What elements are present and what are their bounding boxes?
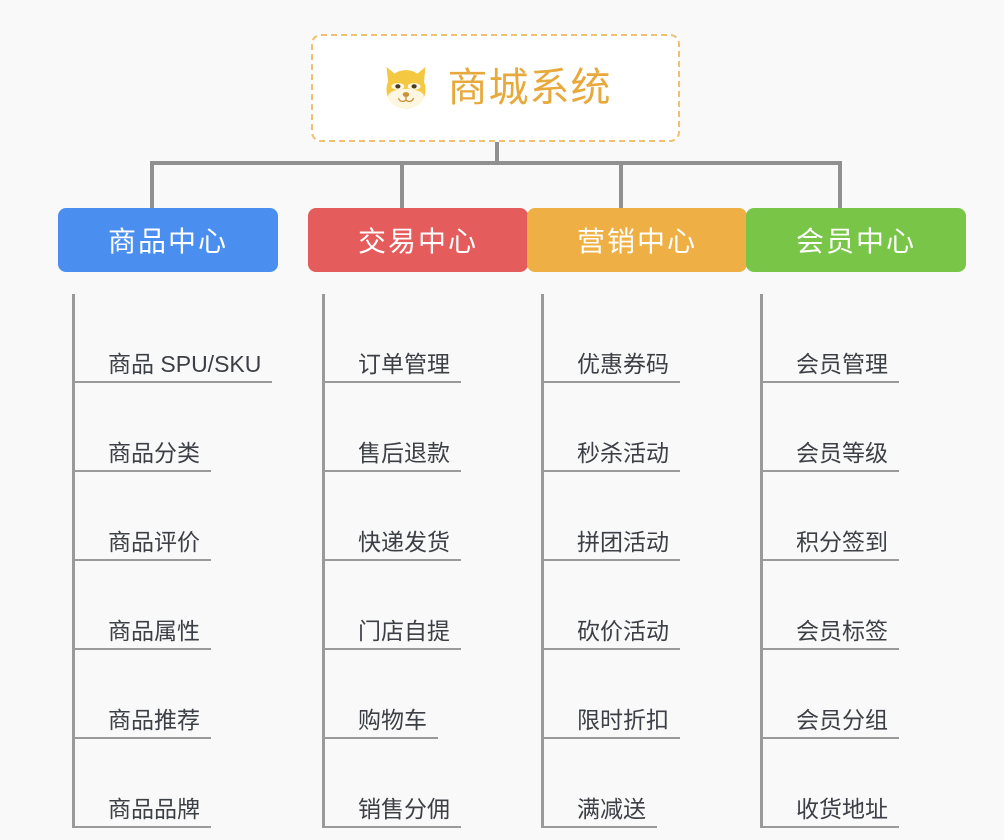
category-header-label-2: 交易中心 xyxy=(357,226,478,257)
item-underline xyxy=(541,648,680,650)
list-item[interactable]: 会员等级 xyxy=(760,383,966,472)
item-label: 销售分佣 xyxy=(358,795,450,822)
list-item[interactable]: 优惠券码 xyxy=(541,294,747,383)
list-item[interactable]: 商品分类 xyxy=(72,383,278,472)
item-underline xyxy=(322,381,461,383)
list-item[interactable]: 销售分佣 xyxy=(322,739,528,828)
connector-drop-4 xyxy=(838,161,842,209)
connector-drop-3 xyxy=(619,161,623,209)
list-item[interactable]: 会员分组 xyxy=(760,650,966,739)
item-underline xyxy=(72,737,211,739)
list-item[interactable]: 满减送 xyxy=(541,739,747,828)
item-underline xyxy=(760,470,899,472)
item-underline xyxy=(760,559,899,561)
item-underline xyxy=(322,559,461,561)
list-item[interactable]: 会员标签 xyxy=(760,561,966,650)
item-underline xyxy=(541,381,680,383)
item-label: 收货地址 xyxy=(796,795,888,822)
item-label: 商品品牌 xyxy=(108,795,200,822)
list-item[interactable]: 商品品牌 xyxy=(72,739,278,828)
item-underline xyxy=(541,737,680,739)
item-label: 商品分类 xyxy=(108,439,200,466)
item-label: 优惠券码 xyxy=(577,350,669,377)
list-item[interactable]: 门店自提 xyxy=(322,561,528,650)
item-label: 商品推荐 xyxy=(108,706,200,733)
item-underline xyxy=(322,648,461,650)
category-column-1: 商品中心 商品 SPU/SKU 商品分类 商品评价 商品属性 商品推荐 xyxy=(58,208,278,828)
list-item[interactable]: 商品评价 xyxy=(72,472,278,561)
list-item[interactable]: 限时折扣 xyxy=(541,650,747,739)
connector-root-stem xyxy=(495,142,499,164)
root-title: 商城系统 xyxy=(447,66,612,110)
item-underline xyxy=(72,648,211,650)
category-header-4[interactable]: 会员中心 xyxy=(746,208,966,272)
list-item[interactable]: 砍价活动 xyxy=(541,561,747,650)
item-label: 会员管理 xyxy=(796,350,888,377)
list-item[interactable]: 订单管理 xyxy=(322,294,528,383)
item-label: 购物车 xyxy=(358,706,427,733)
item-label: 砍价活动 xyxy=(577,617,669,644)
connector-drop-1 xyxy=(150,161,154,209)
list-item[interactable]: 商品推荐 xyxy=(72,650,278,739)
item-underline xyxy=(541,470,680,472)
item-underline xyxy=(760,648,899,650)
list-item[interactable]: 秒杀活动 xyxy=(541,383,747,472)
item-label: 售后退款 xyxy=(358,439,450,466)
list-item[interactable]: 售后退款 xyxy=(322,383,528,472)
item-label: 门店自提 xyxy=(358,617,450,644)
item-underline xyxy=(760,381,899,383)
item-list-2: 订单管理 售后退款 快递发货 门店自提 购物车 销售分佣 xyxy=(322,294,528,828)
item-underline xyxy=(322,470,461,472)
category-header-label-4: 会员中心 xyxy=(795,226,916,257)
item-label: 订单管理 xyxy=(358,350,450,377)
shiba-dog-face-icon xyxy=(386,66,425,109)
category-header-label-1: 商品中心 xyxy=(107,226,228,257)
root-node[interactable]: 商城系统 xyxy=(311,34,680,142)
item-label: 会员等级 xyxy=(796,439,888,466)
item-label: 满减送 xyxy=(577,795,646,822)
category-header-2[interactable]: 交易中心 xyxy=(308,208,528,272)
item-underline xyxy=(72,470,211,472)
item-list-4: 会员管理 会员等级 积分签到 会员标签 会员分组 收货地址 xyxy=(760,294,966,828)
list-item[interactable]: 快递发货 xyxy=(322,472,528,561)
item-label: 商品评价 xyxy=(108,528,200,555)
item-label: 拼团活动 xyxy=(577,528,669,555)
item-underline xyxy=(72,381,272,383)
list-item[interactable]: 拼团活动 xyxy=(541,472,747,561)
list-item[interactable]: 商品 SPU/SKU xyxy=(72,294,278,383)
item-label: 会员分组 xyxy=(796,706,888,733)
connector-horizontal-bus xyxy=(150,161,842,165)
list-item[interactable]: 积分签到 xyxy=(760,472,966,561)
item-label: 商品属性 xyxy=(108,617,200,644)
item-underline xyxy=(72,559,211,561)
list-item[interactable]: 商品属性 xyxy=(72,561,278,650)
list-item[interactable]: 收货地址 xyxy=(760,739,966,828)
item-underline xyxy=(322,826,461,828)
connector-drop-2 xyxy=(400,161,404,209)
category-header-3[interactable]: 营销中心 xyxy=(527,208,747,272)
item-list-1: 商品 SPU/SKU 商品分类 商品评价 商品属性 商品推荐 商品品牌 xyxy=(72,294,278,828)
item-label: 商品 SPU/SKU xyxy=(108,350,262,377)
item-label: 限时折扣 xyxy=(577,706,669,733)
item-label: 会员标签 xyxy=(796,617,888,644)
item-underline xyxy=(541,826,657,828)
category-header-label-3: 营销中心 xyxy=(576,226,697,257)
category-header-1[interactable]: 商品中心 xyxy=(58,208,278,272)
category-column-3: 营销中心 优惠券码 秒杀活动 拼团活动 砍价活动 限时折扣 xyxy=(527,208,747,828)
item-underline xyxy=(541,559,680,561)
item-underline xyxy=(760,826,899,828)
category-column-4: 会员中心 会员管理 会员等级 积分签到 会员标签 会员分组 xyxy=(746,208,966,828)
item-underline xyxy=(72,826,211,828)
item-label: 积分签到 xyxy=(796,528,888,555)
list-item[interactable]: 会员管理 xyxy=(760,294,966,383)
item-label: 秒杀活动 xyxy=(577,439,669,466)
item-label: 快递发货 xyxy=(358,528,450,555)
category-column-2: 交易中心 订单管理 售后退款 快递发货 门店自提 购物车 xyxy=(308,208,528,828)
item-underline xyxy=(760,737,899,739)
list-item[interactable]: 购物车 xyxy=(322,650,528,739)
item-list-3: 优惠券码 秒杀活动 拼团活动 砍价活动 限时折扣 满减送 xyxy=(541,294,747,828)
item-underline xyxy=(322,737,438,739)
